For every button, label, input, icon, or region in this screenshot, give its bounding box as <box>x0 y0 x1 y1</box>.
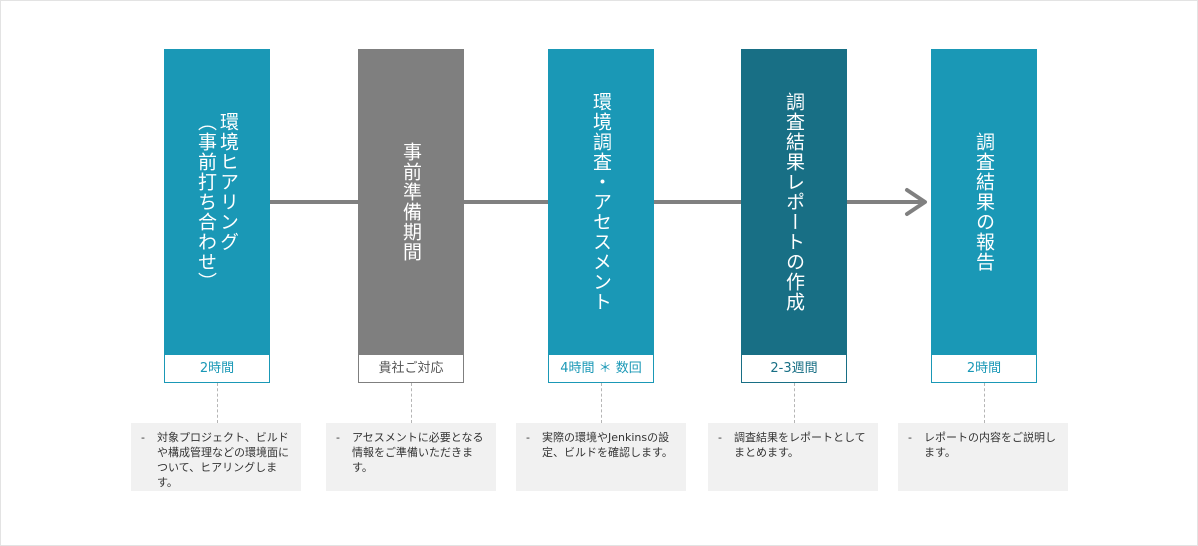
note-bullet: - <box>141 431 145 444</box>
stage-bar: 調査結果の報告 <box>931 49 1037 354</box>
note-text: アセスメントに必要となる情報をご準備いただきます。 <box>352 431 484 474</box>
stage-title: 環境ヒアリング （事前打ち合わせ） <box>195 111 239 292</box>
stage-duration: 2時間 <box>931 354 1037 383</box>
stage-assessment: 環境調査・アセスメント 4時間 ＊ 数回 <box>548 49 654 383</box>
stage-connector <box>601 383 602 423</box>
stage-connector <box>984 383 985 423</box>
stage-note: - 調査結果をレポートとしてまとめます。 <box>708 423 878 491</box>
stage-connector <box>217 383 218 423</box>
stage-note: - 対象プロジェクト、ビルドや構成管理などの環境面について、ヒアリングします。 <box>131 423 301 491</box>
note-bullet: - <box>336 431 340 444</box>
stage-hearing: 環境ヒアリング （事前打ち合わせ） 2時間 <box>164 49 270 383</box>
stage-note: - レポートの内容をご説明します。 <box>898 423 1068 491</box>
stage-report-presentation: 調査結果の報告 2時間 <box>931 49 1037 383</box>
note-bullet: - <box>908 431 912 444</box>
stage-bar: 調査結果レポートの作成 <box>741 49 847 354</box>
note-text: 調査結果をレポートとしてまとめます。 <box>734 431 866 459</box>
note-text: 対象プロジェクト、ビルドや構成管理などの環境面について、ヒアリングします。 <box>157 431 289 489</box>
stage-title: 調査結果の報告 <box>973 131 995 272</box>
stage-duration: 2時間 <box>164 354 270 383</box>
stage-duration: 貴社ご対応 <box>358 354 464 383</box>
note-bullet: - <box>526 431 530 444</box>
stage-bar: 環境ヒアリング （事前打ち合わせ） <box>164 49 270 354</box>
note-text: 実際の環境やJenkinsの設定、ビルドを確認します。 <box>542 431 673 459</box>
stage-connector <box>411 383 412 423</box>
stage-title: 事前準備期間 <box>400 141 422 262</box>
stage-preparation: 事前準備期間 貴社ご対応 <box>358 49 464 383</box>
stage-connector <box>794 383 795 423</box>
note-text: レポートの内容をご説明します。 <box>924 431 1056 459</box>
stage-title: 環境調査・アセスメント <box>590 91 612 312</box>
stage-duration: 4時間 ＊ 数回 <box>548 354 654 383</box>
stage-note: - 実際の環境やJenkinsの設定、ビルドを確認します。 <box>516 423 686 491</box>
stage-report-creation: 調査結果レポートの作成 2-3週間 <box>741 49 847 383</box>
stage-duration: 2-3週間 <box>741 354 847 383</box>
flow-arrow-head <box>905 188 927 216</box>
stage-note: - アセスメントに必要となる情報をご準備いただきます。 <box>326 423 496 491</box>
stage-bar: 事前準備期間 <box>358 49 464 354</box>
stage-title: 調査結果レポートの作成 <box>783 91 805 312</box>
stage-bar: 環境調査・アセスメント <box>548 49 654 354</box>
note-bullet: - <box>718 431 722 444</box>
